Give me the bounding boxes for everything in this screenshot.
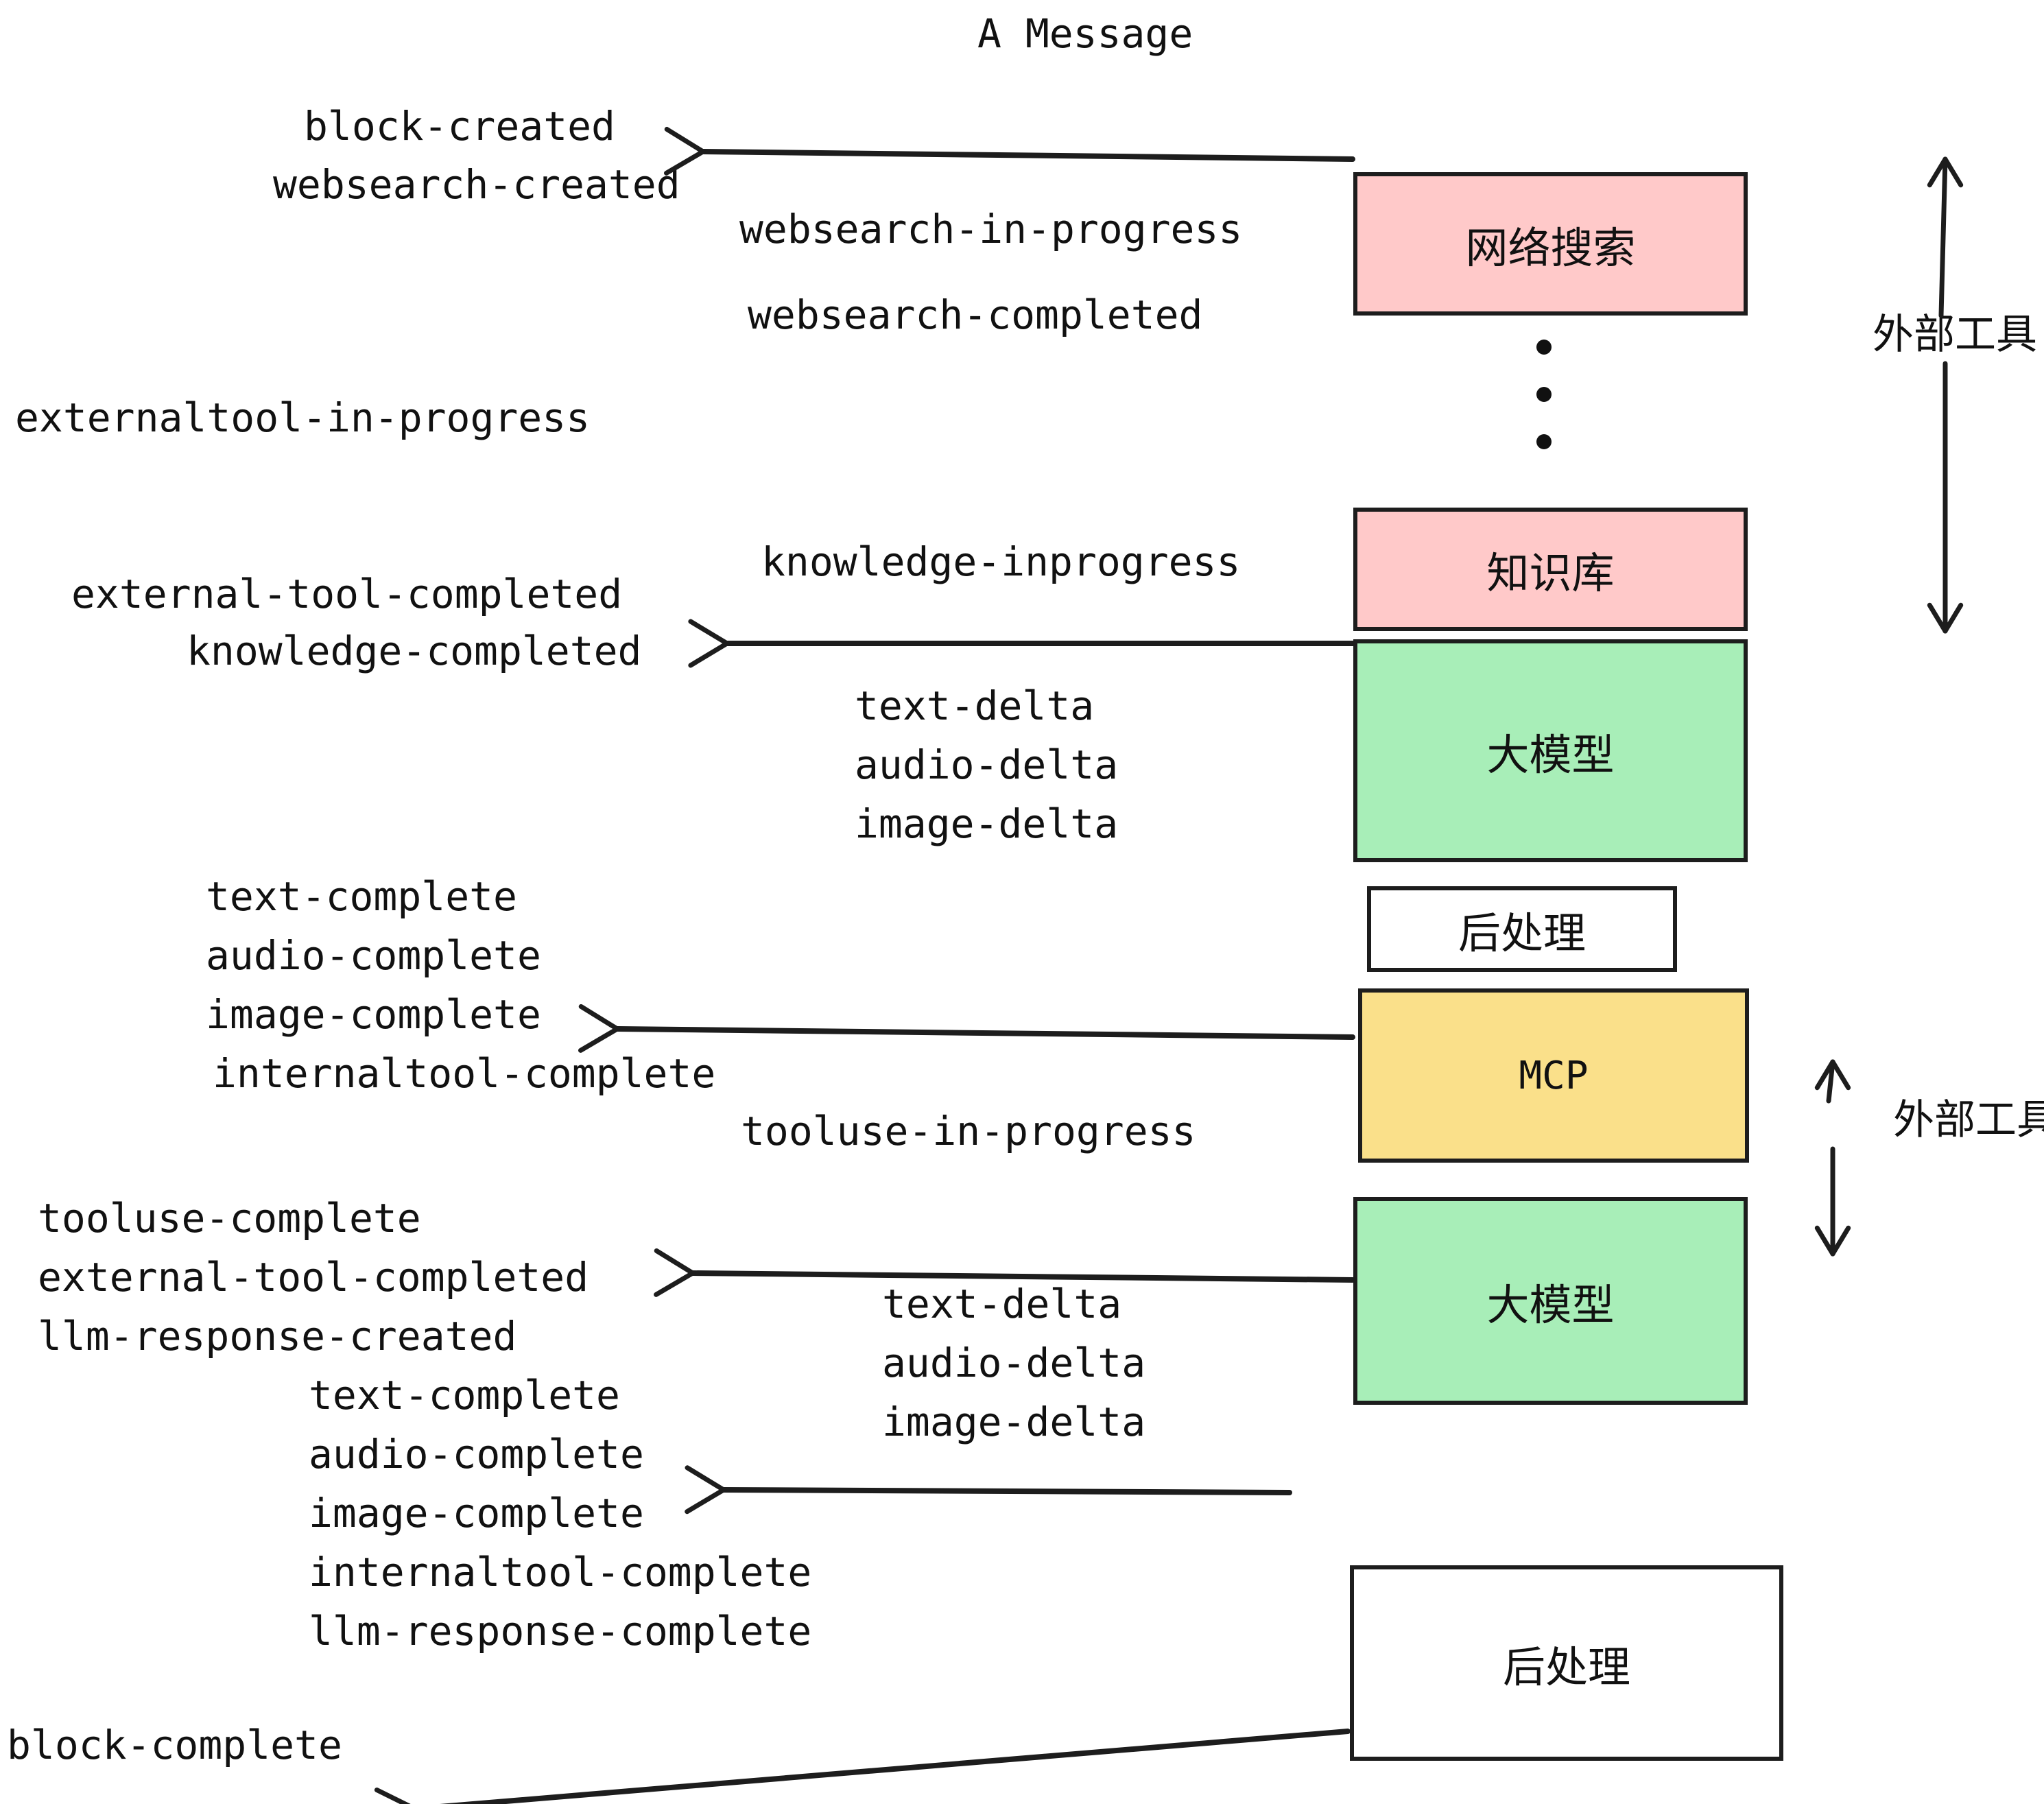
event-label-external-tool-completed-1: external-tool-completed (71, 571, 623, 617)
arrow-block-complete-head (374, 1788, 411, 1804)
side-arrowhead-down-external-tool-lower (1814, 1225, 1851, 1257)
event-label-tooluse-complete: tooluse-complete (38, 1195, 421, 1242)
arrow-block-created (700, 149, 1355, 162)
arrow-image-complete-head (578, 1004, 620, 1053)
event-label-knowledge-inprogress: knowledge-inprogress (761, 538, 1241, 585)
event-label-text-delta-2: text-delta (882, 1281, 1122, 1327)
event-label-knowledge-completed: knowledge-completed (187, 628, 642, 674)
arrow-knowledge-done-head (688, 619, 730, 668)
side-arrow-up-external-tool-lower (1826, 1059, 1835, 1104)
event-label-websearch-created: websearch-created (273, 161, 680, 208)
ellipsis-dot (1536, 387, 1552, 402)
node-mcp: MCP (1358, 988, 1749, 1163)
event-label-block-created: block-created (304, 103, 615, 150)
event-label-image-delta-2: image-delta (882, 1399, 1146, 1445)
event-label-tooluse-in-progress: tooluse-in-progress (741, 1108, 1196, 1154)
event-label-text-delta-1: text-delta (855, 683, 1095, 729)
side-annotation-label-external-tool-upper: 外部工具 (1873, 311, 2037, 359)
node-llm-top: 大模型 (1353, 639, 1748, 862)
side-arrowhead-up-external-tool-lower (1814, 1059, 1851, 1091)
node-label: 网络搜索 (1465, 222, 1636, 273)
arrow-audio-complete-head (685, 1465, 726, 1515)
event-label-websearch-completed: websearch-completed (748, 292, 1203, 338)
event-label-image-delta-1: image-delta (855, 800, 1119, 847)
node-label: 知识库 (1486, 548, 1615, 598)
node-post-top: 后处理 (1367, 886, 1677, 972)
node-label: 大模型 (1486, 729, 1615, 780)
event-label-llm-response-created: llm-response-created (38, 1313, 517, 1360)
ellipsis-dots (1536, 340, 1552, 449)
side-arrow-up-external-tool-upper (1938, 156, 1948, 318)
side-arrowhead-down-external-tool-upper (1927, 602, 1964, 634)
event-label-llm-response-complete: llm-response-complete (309, 1608, 812, 1654)
event-label-externaltool-in-progress: externaltool-in-progress (15, 394, 591, 441)
event-label-text-complete-2: text-complete (309, 1372, 620, 1419)
event-label-image-complete-2: image-complete (309, 1490, 644, 1536)
event-label-internaltool-complete-2: internaltool-complete (309, 1549, 812, 1595)
event-label-text-complete-1: text-complete (206, 873, 517, 920)
side-arrowhead-up-external-tool-upper (1927, 156, 1964, 188)
event-label-websearch-in-progress: websearch-in-progress (739, 206, 1243, 252)
node-label: 后处理 (1502, 1641, 1630, 1692)
node-label: 后处理 (1458, 907, 1586, 958)
node-llm-bottom: 大模型 (1353, 1197, 1748, 1405)
event-label-internaltool-complete-1: internaltool-complete (213, 1050, 716, 1097)
node-post-bottom: 后处理 (1350, 1565, 1783, 1761)
node-label: MCP (1519, 1053, 1589, 1098)
ellipsis-dot (1536, 434, 1552, 449)
arrow-audio-complete (721, 1487, 1292, 1495)
side-annotation-label-external-tool-lower: 外部工具 (1893, 1096, 2044, 1144)
arrow-tooluse-complete (690, 1270, 1355, 1283)
event-label-external-tool-completed-2: external-tool-completed (38, 1254, 589, 1301)
node-websearch: 网络搜索 (1353, 172, 1748, 316)
arrow-block-complete (439, 1729, 1351, 1804)
event-label-audio-delta-1: audio-delta (855, 741, 1119, 788)
event-label-audio-complete-1: audio-complete (206, 932, 541, 979)
event-label-block-complete: block-complete (7, 1722, 342, 1768)
diagram-title: A Message (977, 10, 1193, 57)
node-knowledge: 知识库 (1353, 508, 1748, 631)
event-label-audio-complete-2: audio-complete (309, 1431, 644, 1477)
ellipsis-dot (1536, 340, 1552, 355)
event-label-audio-delta-2: audio-delta (882, 1340, 1146, 1386)
arrow-tooluse-complete-head (654, 1248, 696, 1297)
node-label: 大模型 (1486, 1279, 1615, 1330)
event-label-image-complete-1: image-complete (206, 991, 541, 1038)
arrow-image-complete (615, 1026, 1355, 1040)
